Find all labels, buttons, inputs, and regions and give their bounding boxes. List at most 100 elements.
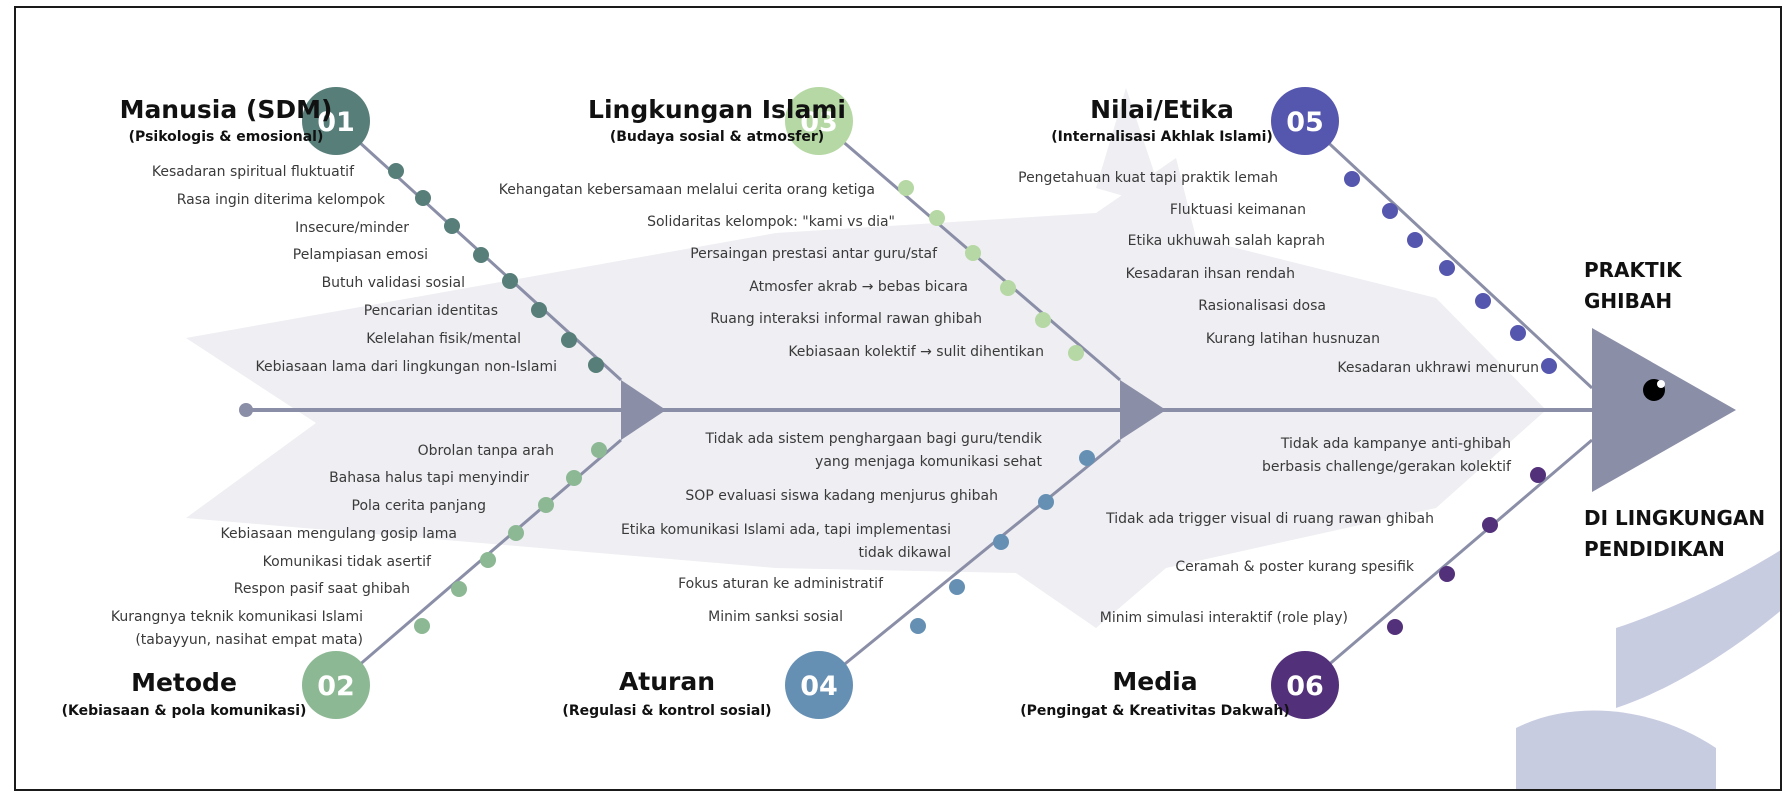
cause-dot <box>473 247 489 263</box>
cause-dot <box>1482 517 1498 533</box>
fish-body-watermark <box>186 158 1546 628</box>
cause-dot <box>414 618 430 634</box>
effect-label: PRAKTIK GHIBAH DI LINGKUNGAN PENDIDIKAN <box>1584 258 1765 561</box>
effect-line-1: PRAKTIK <box>1584 258 1683 282</box>
cause-label: Fokus aturan ke administratif <box>678 576 884 592</box>
category-subtitle: (Budaya sosial & atmosfer) <box>610 129 824 145</box>
fish-fin-watermark <box>1096 88 1166 208</box>
cause-label: Insecure/minder <box>295 220 409 236</box>
cause-label: Kebiasaan mengulang gosip lama <box>221 526 457 542</box>
category-number-badge <box>302 651 370 719</box>
cause-dot <box>1038 494 1054 510</box>
cause-label: Tidak ada kampanye anti-ghibah <box>1280 436 1511 452</box>
category-number: 02 <box>317 671 355 702</box>
fish-head <box>1592 328 1736 492</box>
cause-dot <box>1439 260 1455 276</box>
cause-dot <box>444 218 460 234</box>
effect-line-3: DI LINGKUNGAN <box>1584 506 1765 530</box>
cause-dot <box>1344 171 1360 187</box>
cause-label: Kesadaran ukhrawi menurun <box>1337 360 1539 376</box>
cause-label: Pencarian identitas <box>364 303 498 319</box>
cause-label: yang menjaga komunikasi sehat <box>815 454 1042 470</box>
cause-label: Kehangatan kebersamaan melalui cerita or… <box>499 182 875 198</box>
cause-label: Tidak ada sistem penghargaan bagi guru/t… <box>705 431 1043 447</box>
category-bone <box>1304 438 1593 687</box>
cause-label: Persaingan prestasi antar guru/staf <box>690 246 938 262</box>
cause-label: Pelampiasan emosi <box>293 247 428 263</box>
cause-dot <box>929 210 945 226</box>
cause-dot <box>1079 450 1095 466</box>
fish-skeleton <box>239 328 1736 492</box>
anchor-watermark <box>1616 550 1780 708</box>
cause-dot <box>910 618 926 634</box>
cause-dot <box>1035 312 1051 328</box>
cause-dot <box>561 332 577 348</box>
cause-dot <box>965 245 981 261</box>
category-number-badge <box>1271 651 1339 719</box>
cause-label: Kurangnya teknik komunikasi Islami <box>111 609 363 625</box>
cause-dot <box>566 470 582 486</box>
effect-line-4: PENDIDIKAN <box>1584 537 1725 561</box>
effect-line-2: GHIBAH <box>1584 289 1672 313</box>
cause-dot <box>1000 280 1016 296</box>
anchor-ring-watermark <box>1610 718 1646 754</box>
cause-dot <box>588 357 604 373</box>
cause-label: berbasis challenge/gerakan kolektif <box>1262 459 1512 475</box>
category-number: 03 <box>800 107 838 138</box>
cause-dot <box>1530 467 1546 483</box>
cause-dot <box>1475 293 1491 309</box>
cause-dot <box>591 442 607 458</box>
cause-dot <box>1439 566 1455 582</box>
cause-label: Rasa ingin diterima kelompok <box>177 192 386 208</box>
spine-arrow-2 <box>1120 380 1166 440</box>
cause-label: tidak dikawal <box>858 545 951 561</box>
category-title: Lingkungan Islami <box>588 95 846 124</box>
category-number-badge <box>785 651 853 719</box>
cause-label: Solidaritas kelompok: "kami vs dia" <box>647 214 895 230</box>
cause-dot <box>1387 619 1403 635</box>
cause-label: Kesadaran ihsan rendah <box>1126 266 1295 282</box>
cause-dot <box>993 534 1009 550</box>
cause-label: Fluktuasi keimanan <box>1170 202 1306 218</box>
cause-label: Etika ukhuwah salah kaprah <box>1128 233 1325 249</box>
cause-label: Butuh validasi sosial <box>322 275 465 291</box>
cause-dot <box>1541 358 1557 374</box>
cause-label: SOP evaluasi siswa kadang menjurus ghiba… <box>685 488 998 504</box>
category-number-badge <box>1271 87 1339 155</box>
fish-watermark <box>186 88 1780 789</box>
cause-dot <box>898 180 914 196</box>
category-title: Media <box>1112 667 1197 696</box>
cause-label: Pola cerita panjang <box>352 498 486 514</box>
cause-label: Kesadaran spiritual fluktuatif <box>152 164 355 180</box>
cause-label: Respon pasif saat ghibah <box>234 581 410 597</box>
cause-label: Obrolan tanpa arah <box>418 443 554 459</box>
cause-label: Kebiasaan kolektif → sulit dihentikan <box>788 344 1044 360</box>
cause-dot <box>451 581 467 597</box>
cause-dot <box>1382 203 1398 219</box>
category-number: 06 <box>1286 671 1324 702</box>
category-number: 01 <box>317 107 355 138</box>
cause-label: Pengetahuan kuat tapi praktik lemah <box>1018 170 1278 186</box>
category-subtitle: (Psikologis & emosional) <box>129 129 324 145</box>
cause-dot <box>388 163 404 179</box>
category-number: 05 <box>1286 107 1324 138</box>
cause-dot <box>415 190 431 206</box>
cause-label: (tabayyun, nasihat empat mata) <box>135 632 363 648</box>
category-subtitle: (Internalisasi Akhlak Islami) <box>1051 129 1273 145</box>
anchor-base-watermark <box>1516 710 1716 789</box>
spine-arrow-1 <box>621 380 666 440</box>
cause-label: Komunikasi tidak asertif <box>263 554 432 570</box>
category-bone <box>818 438 1121 687</box>
cause-label: Atmosfer akrab → bebas bicara <box>749 279 968 295</box>
cause-dot <box>531 302 547 318</box>
cause-dot <box>508 525 524 541</box>
cause-label: Bahasa halus tapi menyindir <box>329 470 529 486</box>
category-subtitle: (Pengingat & Kreativitas Dakwah) <box>1020 703 1290 719</box>
cause-label: Minim simulasi interaktif (role play) <box>1100 610 1348 626</box>
cause-label: Tidak ada trigger visual di ruang rawan … <box>1105 511 1434 527</box>
